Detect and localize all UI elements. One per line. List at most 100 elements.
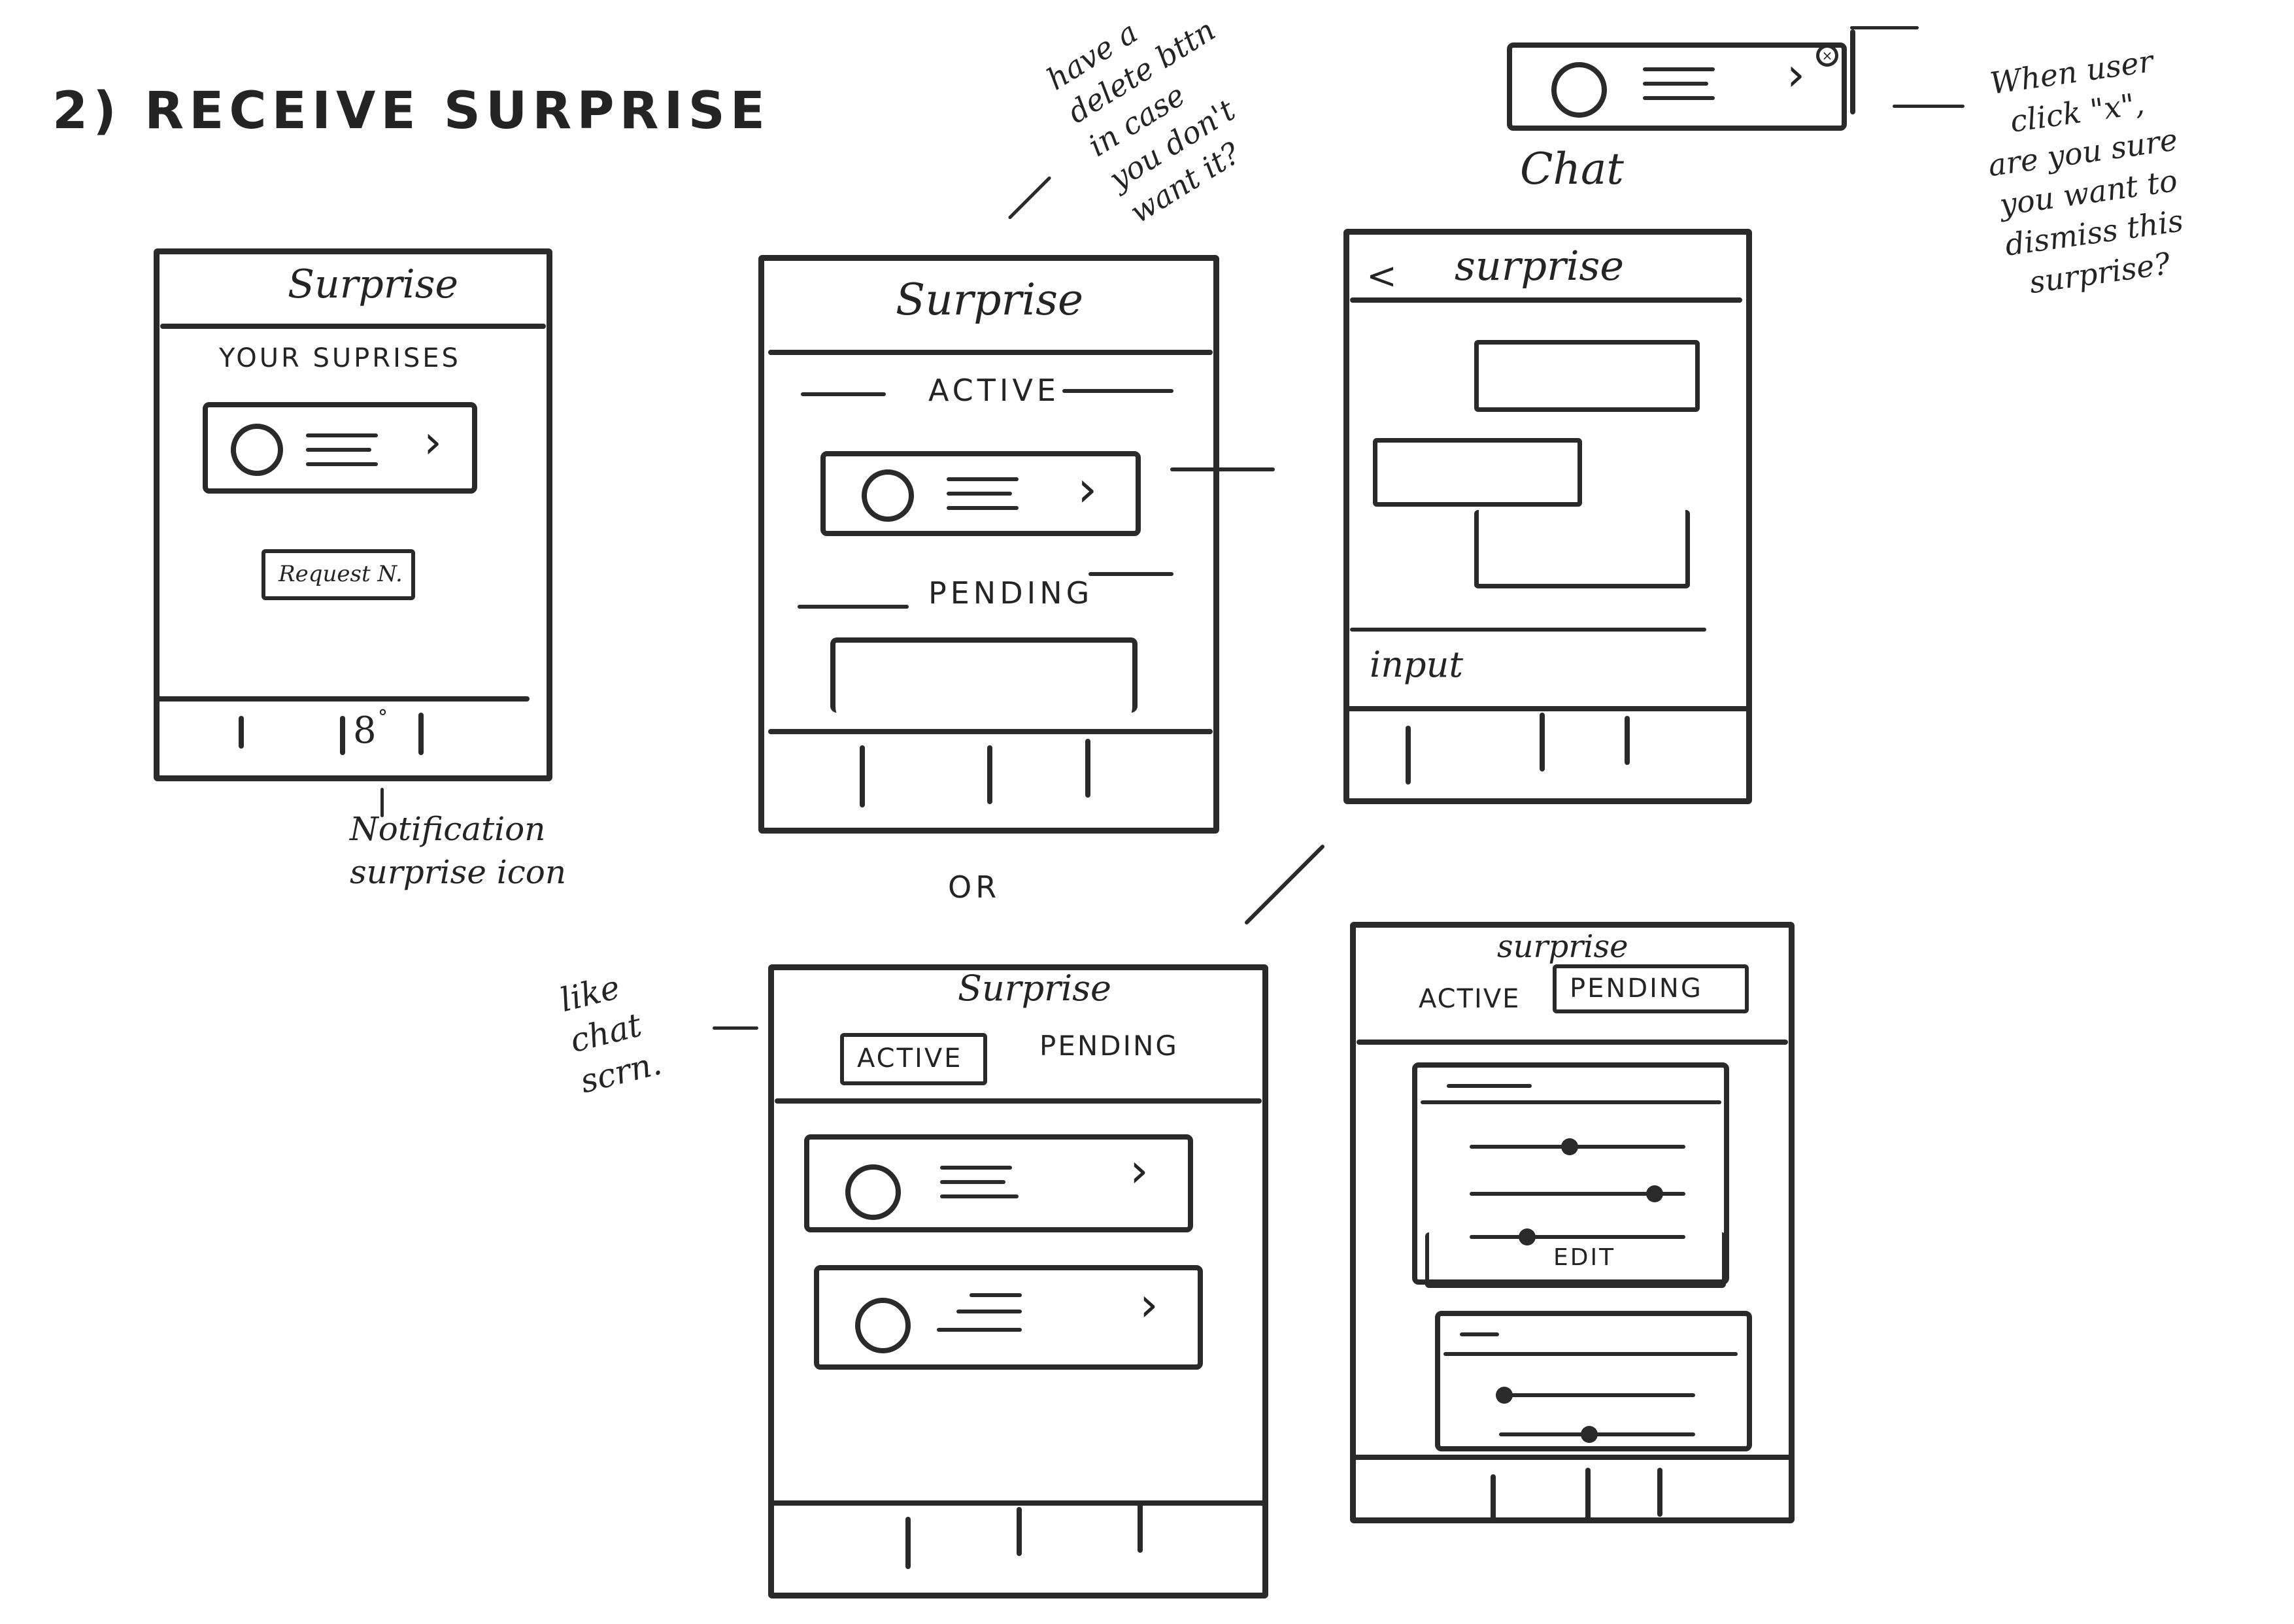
pending-surprise-card[interactable] [830,637,1138,713]
tab-separator [860,745,865,807]
request-button[interactable]: Request N. [261,549,415,600]
header-divider [1350,297,1742,303]
avatar-icon [1551,62,1607,118]
pending-request-card[interactable] [1435,1311,1752,1451]
annotation-pointer [1007,175,1052,220]
annotation-note: When user click "x", are you sure you wa… [1974,39,2197,306]
chat-bubble-incoming [1474,340,1700,412]
text-line [956,1310,1022,1313]
tab-separator [1657,1468,1662,1517]
section-title: 2) RECEIVE SURPRISE [52,82,771,141]
chevron-right-icon: › [1130,1143,1149,1198]
chat-surprise-card[interactable]: › × [1507,42,1847,131]
text-line [940,1180,1005,1184]
avatar-icon [845,1164,901,1220]
text-line [970,1293,1022,1297]
avatar-icon [862,469,914,522]
text-line [306,448,371,452]
header-divider [775,1098,1262,1104]
card-header-line [1421,1100,1721,1104]
text-line [940,1194,1019,1198]
screen-title: Surprise [896,275,1084,325]
input-divider [1350,628,1706,632]
annotation-pointer [1893,105,1965,108]
screen-title: Surprise [288,262,459,307]
tab-pending[interactable]: PENDING [1039,1030,1179,1062]
card-side-rule [1850,29,1855,114]
annotation-pointer [380,788,384,817]
surprise-card[interactable]: › [814,1265,1203,1370]
slider-knob[interactable] [1561,1138,1578,1155]
message-input[interactable]: input [1370,644,1464,685]
text-line [1643,82,1708,86]
tab-separator [1017,1507,1022,1556]
section-rule [801,392,886,396]
text-line [306,462,378,466]
section-label-pending: PENDING [928,575,1094,611]
tab-pending[interactable]: PENDING [1553,964,1749,1013]
connector-line [1170,467,1275,471]
card-header-line [1443,1352,1738,1356]
surprise-card[interactable]: › [804,1134,1193,1232]
slider-knob[interactable] [1581,1426,1598,1443]
edit-button[interactable]: EDIT [1425,1232,1726,1288]
tab-separator [1491,1474,1496,1523]
back-chevron-icon[interactable]: < [1366,255,1397,297]
chevron-right-icon: › [424,415,442,469]
chat-bubble-outgoing [1373,438,1582,507]
tab-active[interactable]: ACTIVE [1419,984,1521,1014]
header-divider [1357,1040,1788,1045]
text-line [940,1166,1012,1170]
edit-button-label: EDIT [1553,1244,1616,1271]
screen-title: surprise [1497,928,1628,965]
close-x-icon[interactable]: × [1816,44,1838,67]
slider-track [1499,1393,1695,1397]
section-subtitle: YOUR SUPRISES [219,343,461,373]
annotation-pointer [713,1026,758,1030]
tab-separator [340,716,345,755]
section-rule [798,605,909,609]
card-title-line [1460,1332,1499,1336]
section-rule [1062,389,1173,393]
slider-knob[interactable] [1496,1387,1513,1404]
tab-separator [239,716,244,749]
screen-title: surprise [1455,242,1625,290]
slider-knob[interactable] [1646,1185,1663,1202]
annotation-line: Notification [350,810,546,848]
tabbar-divider [154,696,530,702]
slider-track [1470,1235,1685,1239]
text-line [1643,67,1715,71]
tabbar-divider [1343,706,1752,711]
tab-pending-label: PENDING [1570,973,1703,1004]
tabbar-divider [768,1500,1268,1506]
chevron-right-icon: › [1139,1277,1158,1332]
tab-separator [1085,739,1090,798]
tab-separator [1585,1468,1591,1520]
slider-track [1470,1192,1685,1196]
tab-separator [1540,713,1545,771]
badge-dot-icon: ° [378,706,388,729]
active-surprise-card[interactable]: › [820,451,1141,536]
pending-request-card[interactable] [1412,1062,1729,1285]
text-line [306,433,378,437]
slider-knob[interactable] [1519,1228,1536,1245]
chat-label: Chat [1520,144,1624,194]
screen-title: Surprise [958,968,1111,1009]
request-button-label: Request N. [278,561,403,587]
phone-frame [154,248,552,781]
tab-separator [418,713,424,755]
tab-separator [905,1517,911,1569]
header-divider [160,324,546,329]
card-top-rule [1850,26,1919,29]
notification-badge[interactable]: 8 [353,709,377,752]
text-line [937,1328,1022,1332]
annotation-note: have a delete bttn in case you don't wan… [1039,0,1285,231]
tab-active[interactable]: ACTIVE [840,1033,987,1085]
surprise-card[interactable]: › [203,402,477,494]
chat-bubble-incoming [1474,510,1690,588]
tab-separator [1138,1504,1143,1553]
annotation-note: like chat scrn. [556,961,666,1103]
tab-active-label: ACTIVE [857,1043,963,1074]
text-line [947,492,1012,496]
annotation-note: Notification surprise icon [350,807,566,894]
